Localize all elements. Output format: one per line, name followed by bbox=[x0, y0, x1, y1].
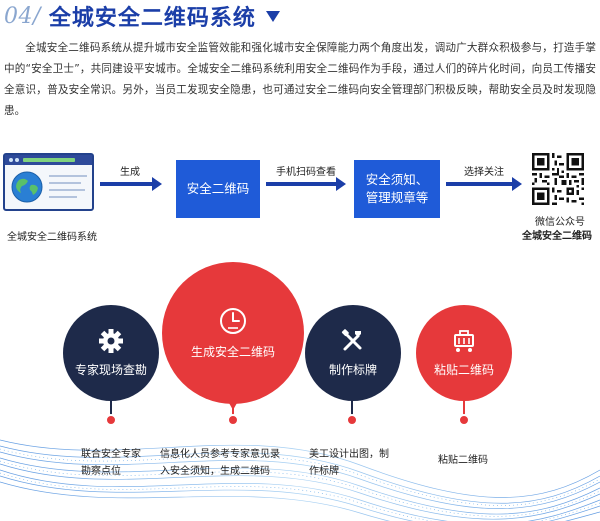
timeline-node bbox=[458, 414, 470, 426]
browser-line bbox=[49, 182, 81, 184]
timeline-node bbox=[346, 414, 358, 426]
section-number: 04/ bbox=[4, 3, 41, 29]
step-label: 粘贴二维码 bbox=[433, 363, 494, 377]
page-title: 全城安全二维码系统 bbox=[48, 6, 256, 31]
system-caption: 全城安全二维码系统 bbox=[7, 232, 97, 243]
step-description-line: 入安全须知，生成二维码 bbox=[160, 466, 270, 477]
step-description-line: 美工设计出图，制 bbox=[309, 449, 389, 460]
arrow-label-generate: 生成 bbox=[120, 167, 140, 178]
step-description-line: 粘贴二维码 bbox=[438, 455, 488, 466]
step-description: 信息化人员参考专家意见录 入安全须知，生成二维码 bbox=[160, 446, 300, 480]
timeline-stem bbox=[463, 392, 465, 418]
step-description: 美工设计出图，制 作标牌 bbox=[309, 446, 409, 480]
triangle-down-icon bbox=[265, 10, 280, 22]
step-label: 制作标牌 bbox=[328, 363, 377, 377]
step-description-line: 联合安全专家 bbox=[81, 449, 141, 460]
intro-text: 全城安全二维码系统从提升城市安全监管效能和强化城市安全保障能力两个角度出发，调动… bbox=[4, 42, 596, 117]
arrow-label-follow: 选择关注 bbox=[464, 167, 504, 178]
step-description-line: 作标牌 bbox=[309, 466, 339, 477]
step-label: 专家现场查勘 bbox=[74, 363, 147, 377]
timeline-stem bbox=[232, 402, 234, 418]
arrow-label-scan: 手机扫码查看 bbox=[276, 167, 336, 178]
qr-code-box-label: 安全二维码 bbox=[186, 181, 250, 196]
timeline-stem bbox=[351, 392, 353, 418]
step-expert-survey: 专家现场查勘 bbox=[63, 305, 159, 401]
step-label: 生成安全二维码 bbox=[190, 345, 275, 359]
timeline-node bbox=[227, 414, 239, 426]
safety-notice-line2: 管理规章等 bbox=[365, 190, 429, 205]
browser-dot bbox=[9, 158, 13, 162]
browser-line bbox=[49, 196, 77, 198]
browser-progress bbox=[23, 158, 75, 162]
step-description: 联合安全专家 勘察点位 bbox=[81, 446, 161, 480]
gear-icon bbox=[99, 329, 123, 353]
clock-icon bbox=[220, 308, 246, 334]
safety-notice-box: 安全须知、 管理规章等 bbox=[354, 160, 440, 218]
section-header: 04/ 全城安全二维码系统 bbox=[4, 3, 280, 31]
browser-dot bbox=[15, 158, 19, 162]
step-description: 粘贴二维码 bbox=[438, 452, 508, 469]
cart-icon bbox=[454, 330, 474, 352]
tools-icon bbox=[341, 329, 362, 351]
arrow-right-icon bbox=[100, 177, 162, 191]
browser-line bbox=[49, 189, 85, 191]
qr-code-box: 安全二维码 bbox=[176, 160, 260, 218]
arrow-right-icon bbox=[266, 177, 346, 191]
step-description-line: 勘察点位 bbox=[81, 466, 121, 477]
wave-decoration bbox=[0, 439, 600, 521]
browser-line bbox=[49, 175, 87, 177]
safety-notice-line1: 安全须知、 bbox=[365, 172, 429, 187]
browser-window-icon bbox=[3, 153, 94, 211]
step-description-line: 信息化人员参考专家意见录 bbox=[160, 449, 280, 460]
wechat-account-name: 全城安全二维码 bbox=[522, 231, 592, 242]
wechat-caption: 微信公众号 bbox=[535, 217, 585, 228]
globe-icon bbox=[11, 171, 43, 203]
qr-code-icon bbox=[532, 153, 584, 205]
step-paste-qr: 粘贴二维码 bbox=[416, 305, 512, 401]
step-make-sign: 制作标牌 bbox=[305, 305, 401, 401]
timeline-stem bbox=[110, 392, 112, 418]
arrow-right-icon bbox=[446, 177, 522, 191]
browser-titlebar bbox=[5, 155, 92, 165]
intro-paragraph: 全城安全二维码系统从提升城市安全监管效能和强化城市安全保障能力两个角度出发，调动… bbox=[4, 38, 596, 122]
step-generate-qr: 生成安全二维码 bbox=[162, 262, 304, 404]
timeline-node bbox=[105, 414, 117, 426]
